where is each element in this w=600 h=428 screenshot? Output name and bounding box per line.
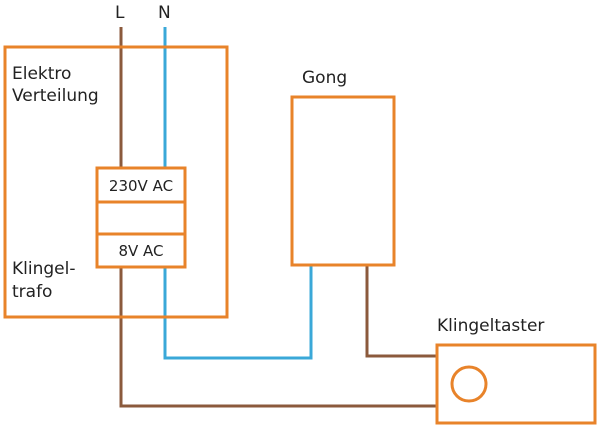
transformer-label-line1: Klingel- [12, 259, 75, 279]
distribution-board-label-line1: Elektro [12, 64, 71, 84]
transformer-label-line2: trafo [12, 282, 52, 302]
transformer-primary-label: 230V AC [109, 177, 173, 195]
button-box [435, 343, 597, 425]
transformer-box [95, 166, 187, 269]
distribution-board-label-line2: Verteilung [12, 86, 99, 106]
transformer-secondary-label: 8V AC [118, 242, 163, 260]
terminal-live-label: L [115, 3, 125, 23]
secondary-wire-to-button [119, 267, 437, 408]
secondary-wire-to-gong [163, 265, 313, 360]
button-circle-icon [450, 365, 488, 403]
terminal-neutral-label: N [158, 3, 171, 23]
gong-box [290, 95, 396, 267]
distribution-board-box [3, 45, 229, 319]
button-label: Klingeltaster [437, 316, 544, 336]
gong-label: Gong [302, 68, 347, 88]
gong-to-button-wire [365, 265, 437, 358]
